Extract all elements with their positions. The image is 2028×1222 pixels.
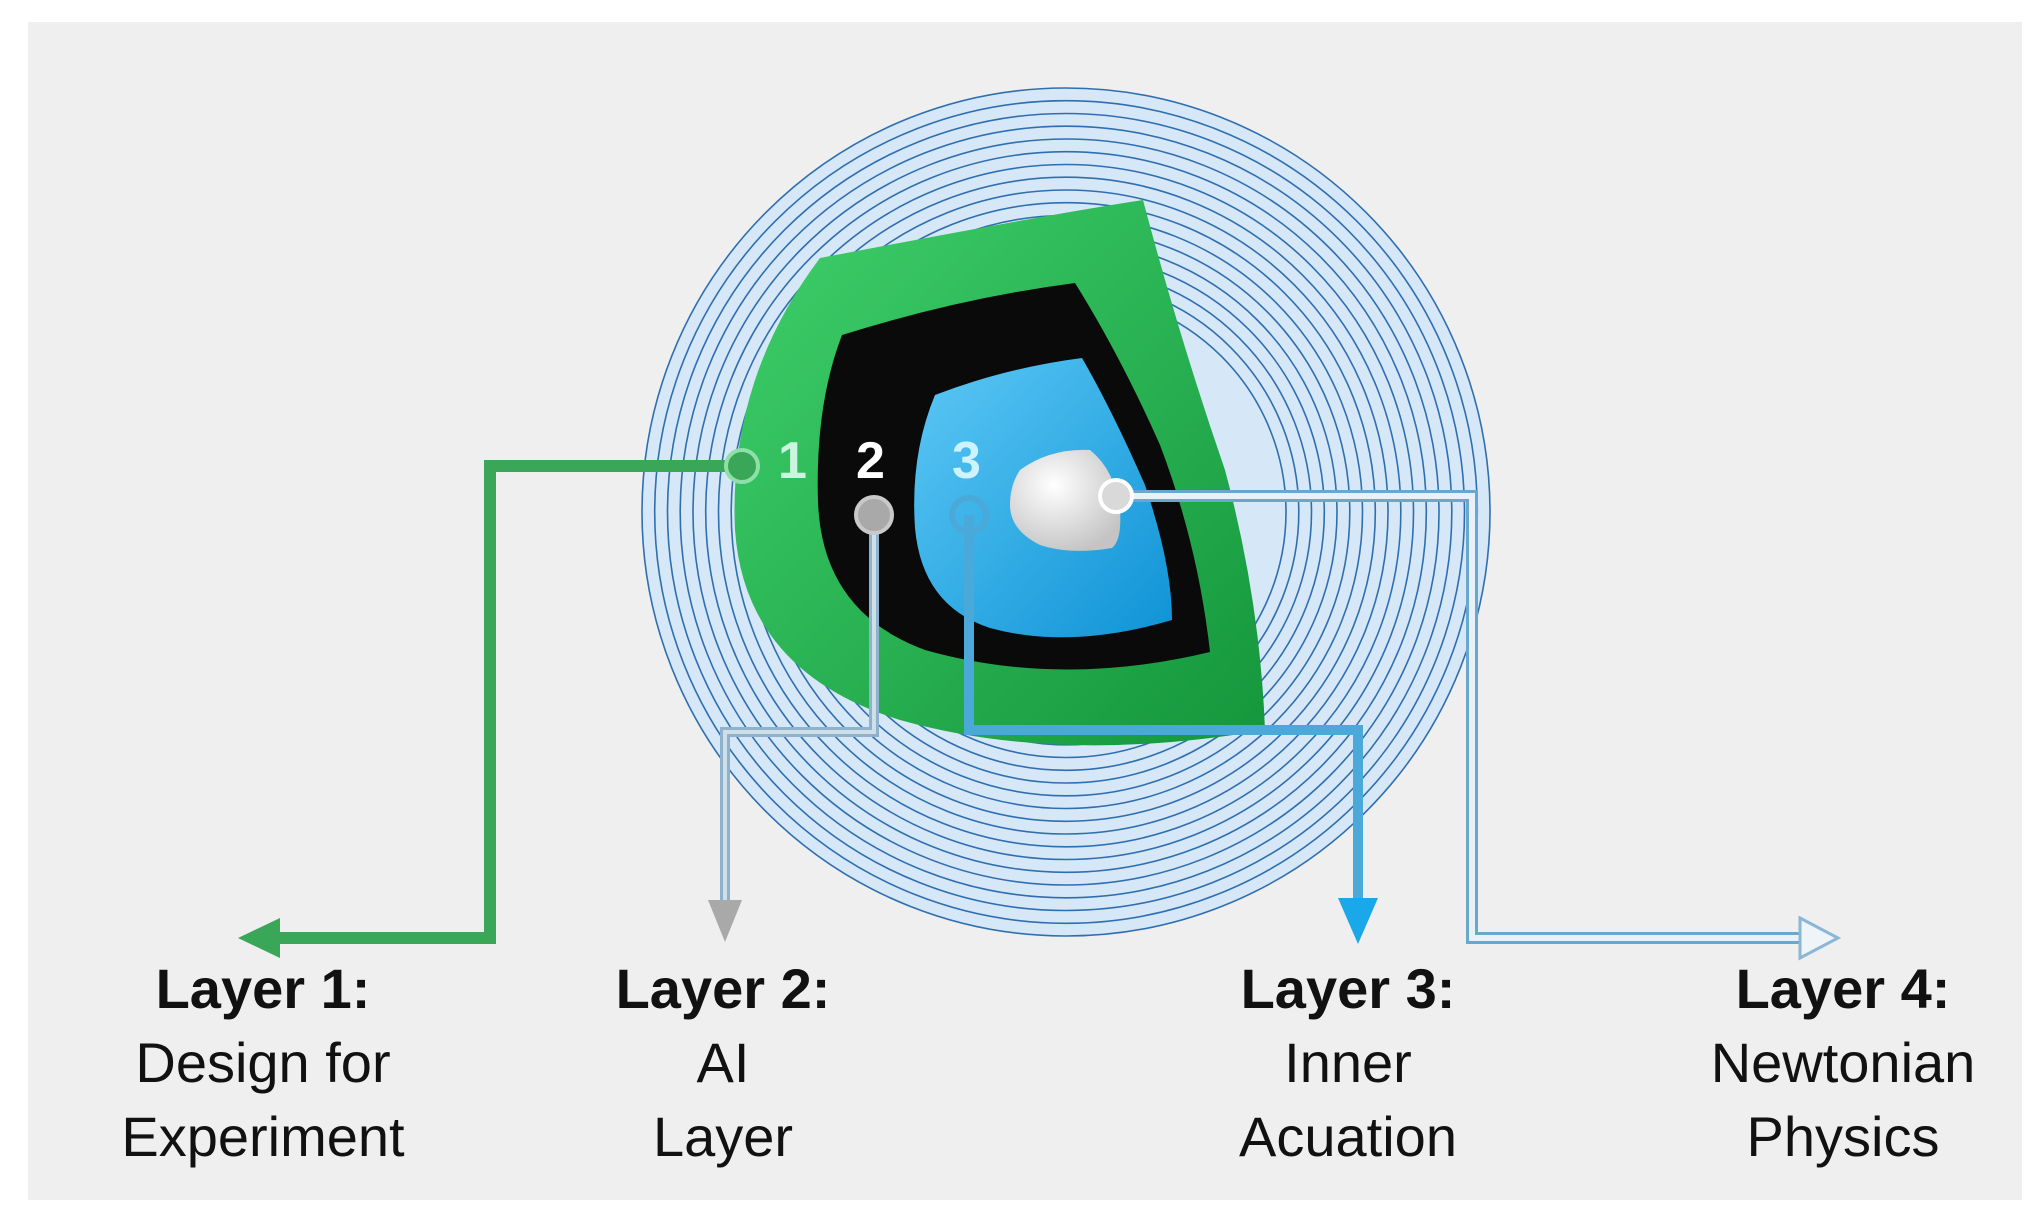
layer-1-desc-line-2: Experiment	[121, 1105, 405, 1168]
arrow-left-icon	[238, 918, 280, 958]
layer-2-title: Layer 2:	[616, 957, 831, 1020]
connector-layer-3	[949, 495, 1378, 944]
layer-4-title: Layer 4:	[1736, 957, 1951, 1020]
layer-4-desc-line-1: Newtonian	[1711, 1031, 1976, 1094]
layer-4-label: Layer 4: Newtonian Physics	[1711, 957, 1976, 1168]
layer-1-title: Layer 1:	[156, 957, 371, 1020]
connector-1-dot	[724, 448, 760, 484]
connector-3-dot	[949, 495, 989, 535]
layer-2-label: Layer 2: AI Layer	[616, 957, 831, 1168]
layer-2-desc-line-1: AI	[697, 1031, 750, 1094]
ring	[704, 150, 1428, 874]
ring	[730, 176, 1402, 848]
ring	[666, 112, 1466, 912]
layer-1-desc-line-1: Design for	[135, 1031, 390, 1094]
layer-3-title: Layer 3:	[1241, 957, 1456, 1020]
layer-2-desc-line-2: Layer	[653, 1105, 793, 1168]
layer-3-desc-line-2: Acuation	[1239, 1105, 1457, 1168]
layer-3-desc-line-1: Inner	[1284, 1031, 1412, 1094]
marker-1-label: 1	[778, 432, 807, 490]
arrow-right-icon	[1798, 915, 1842, 961]
marker-3-label: 3	[952, 432, 981, 490]
ring	[717, 163, 1415, 861]
layer-4-desc-line-2: Physics	[1747, 1105, 1940, 1168]
layer-4-core	[1010, 449, 1121, 551]
layer-stack	[734, 200, 1265, 746]
arrow-down-icon	[708, 900, 742, 942]
arrow-down-icon	[1338, 898, 1378, 944]
layer-3-label: Layer 3: Inner Acuation	[1239, 957, 1457, 1168]
ring	[641, 87, 1491, 937]
connector-4-dot	[1098, 478, 1134, 514]
connector-2-dot	[854, 495, 894, 535]
ring	[679, 125, 1453, 899]
ring	[692, 138, 1440, 886]
layer-1-label: Layer 1: Design for Experiment	[121, 957, 405, 1168]
connector-layer-2	[708, 495, 894, 942]
connector-layer-4	[1098, 478, 1842, 961]
marker-2-label: 2	[856, 432, 885, 490]
connector-layer-1	[238, 448, 760, 958]
